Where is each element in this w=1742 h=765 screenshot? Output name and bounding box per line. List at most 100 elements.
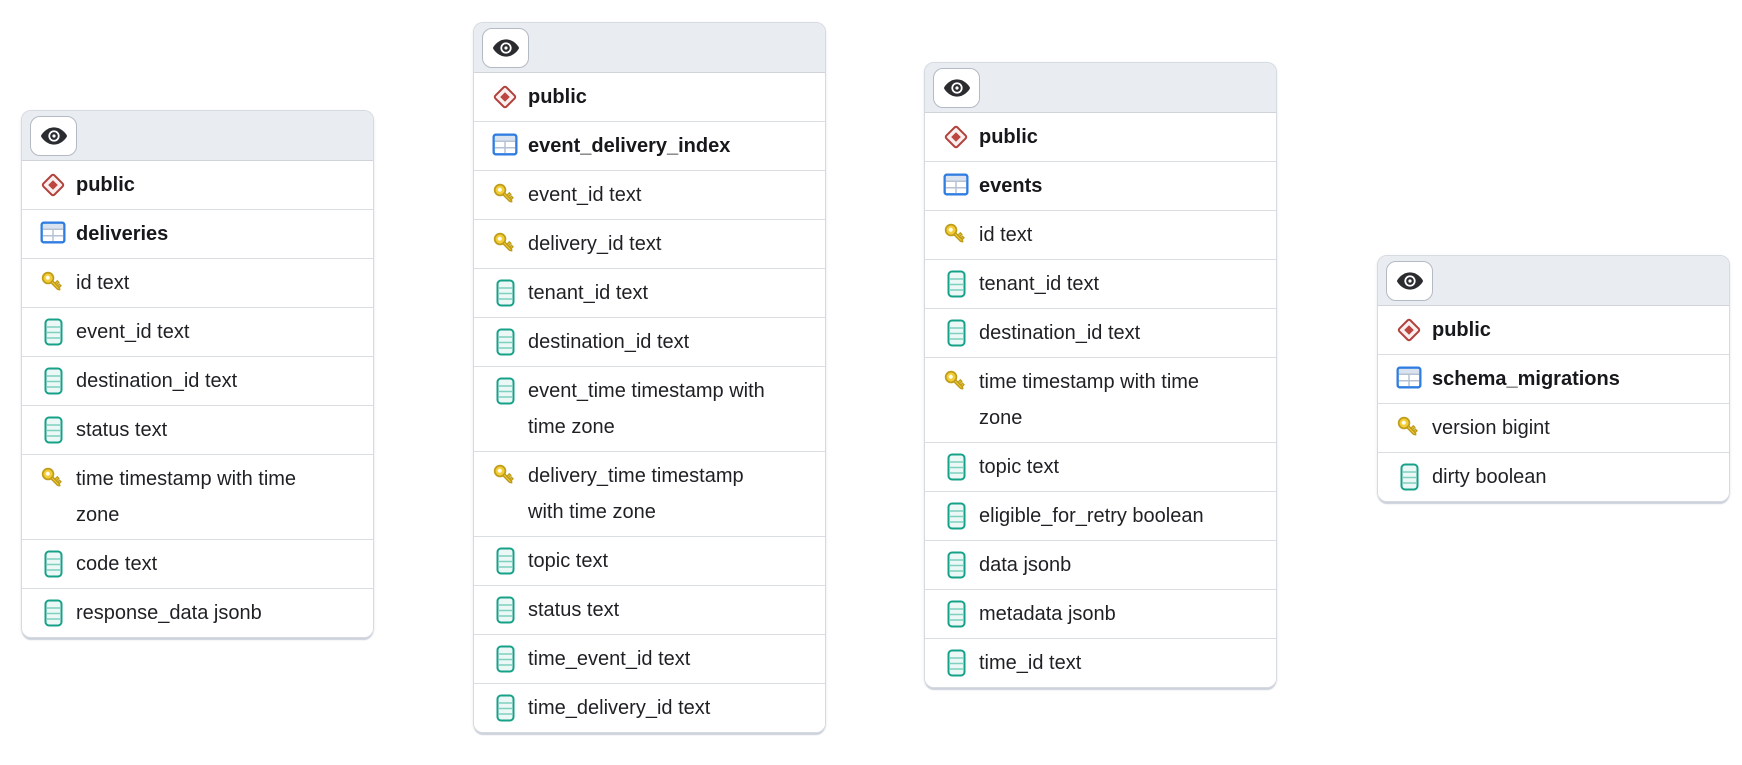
column-icon-box (488, 543, 522, 575)
primary-key-icon (493, 183, 514, 203)
column-row[interactable]: topic text (925, 442, 1276, 491)
visibility-toggle-button[interactable] (482, 27, 529, 68)
column-row[interactable]: eligible_for_retry boolean (925, 491, 1276, 540)
column-icon (1400, 463, 1418, 491)
column-row-label: time_id text (979, 652, 1082, 674)
eye-icon (40, 126, 67, 145)
table-icon-box (36, 216, 70, 244)
column-row-label: topic text (528, 550, 609, 572)
table-row[interactable]: schema_migrations (1378, 354, 1729, 403)
column-row-label: eligible_for_retry boolean (979, 505, 1204, 527)
column-row[interactable]: time_id text (925, 638, 1276, 687)
column-icon-box (488, 690, 522, 722)
primary-key-icon (41, 271, 62, 291)
schema-icon (944, 125, 968, 149)
column-icon (496, 328, 514, 356)
column-row-label: destination_id text (979, 322, 1141, 344)
column-icon (947, 319, 965, 347)
column-icon-box (939, 315, 973, 347)
schema-row-label: public (528, 86, 587, 108)
column-icon-box (36, 595, 70, 627)
column-row[interactable]: status text (22, 405, 373, 454)
column-row[interactable]: destination_id text (925, 308, 1276, 357)
column-row[interactable]: time timestamp with time zone (22, 454, 373, 539)
column-icon-box (488, 373, 522, 405)
column-row-label: version bigint (1432, 417, 1550, 439)
primary-key-icon-box (488, 226, 522, 259)
column-row[interactable]: response_data jsonb (22, 588, 373, 637)
column-row[interactable]: id text (22, 258, 373, 307)
schema-row[interactable]: public (22, 161, 373, 209)
column-row[interactable]: dirty boolean (1378, 452, 1729, 501)
column-row-label: id text (76, 272, 130, 294)
column-row-label: delivery_id text (528, 233, 662, 255)
card-header[interactable] (474, 23, 825, 73)
column-row[interactable]: status text (474, 585, 825, 634)
visibility-toggle-button[interactable] (30, 115, 77, 156)
column-icon-box (1392, 459, 1426, 491)
column-row[interactable]: metadata jsonb (925, 589, 1276, 638)
column-row-label: delivery_time timestamp with time zone (528, 465, 744, 523)
column-row[interactable]: event_time timestamp with time zone (474, 366, 825, 451)
column-icon (496, 596, 514, 624)
table-icon-box (488, 128, 522, 156)
table-row[interactable]: events (925, 161, 1276, 210)
column-row[interactable]: data jsonb (925, 540, 1276, 589)
column-row-label: time timestamp with time zone (979, 371, 1200, 429)
column-row[interactable]: topic text (474, 536, 825, 585)
column-row[interactable]: time_delivery_id text (474, 683, 825, 732)
column-row[interactable]: destination_id text (474, 317, 825, 366)
visibility-toggle-button[interactable] (933, 67, 980, 108)
table-row[interactable]: deliveries (22, 209, 373, 258)
column-icon-box (939, 547, 973, 579)
column-row[interactable]: delivery_time timestamp with time zone (474, 451, 825, 536)
table-icon (943, 173, 969, 196)
primary-key-icon-box (488, 458, 522, 491)
column-row[interactable]: tenant_id text (925, 259, 1276, 308)
column-row[interactable]: version bigint (1378, 403, 1729, 452)
schema-icon (41, 173, 65, 197)
primary-key-icon-box (939, 217, 973, 250)
column-row[interactable]: event_id text (22, 307, 373, 356)
column-row-label: topic text (979, 456, 1060, 478)
primary-key-icon-box (36, 265, 70, 298)
column-icon (496, 645, 514, 673)
column-row[interactable]: time timestamp with time zone (925, 357, 1276, 442)
column-row-label: metadata jsonb (979, 603, 1116, 625)
column-icon (947, 600, 965, 628)
column-icon (44, 318, 62, 346)
column-row-label: status text (76, 419, 168, 441)
column-row[interactable]: event_id text (474, 170, 825, 219)
schema-row[interactable]: public (1378, 306, 1729, 354)
column-icon (44, 550, 62, 578)
column-row-label: time_event_id text (528, 648, 691, 670)
table-icon-box (939, 168, 973, 196)
primary-key-icon-box (36, 461, 70, 494)
card-header[interactable] (1378, 256, 1729, 306)
schema-row[interactable]: public (925, 113, 1276, 161)
schema-row-label: public (1432, 319, 1491, 341)
column-row[interactable]: id text (925, 210, 1276, 259)
primary-key-icon (1397, 416, 1418, 436)
schema-icon-box (939, 119, 973, 150)
column-row[interactable]: destination_id text (22, 356, 373, 405)
primary-key-icon-box (939, 364, 973, 397)
column-icon (947, 453, 965, 481)
visibility-toggle-button[interactable] (1386, 260, 1433, 301)
column-row[interactable]: tenant_id text (474, 268, 825, 317)
card-header[interactable] (925, 63, 1276, 113)
column-row[interactable]: delivery_id text (474, 219, 825, 268)
column-icon-box (488, 275, 522, 307)
table-row[interactable]: event_delivery_index (474, 121, 825, 170)
column-row[interactable]: code text (22, 539, 373, 588)
column-row-label: status text (528, 599, 620, 621)
schema-row[interactable]: public (474, 73, 825, 121)
schema-icon-box (36, 167, 70, 198)
column-icon-box (36, 363, 70, 395)
column-row[interactable]: time_event_id text (474, 634, 825, 683)
card-header[interactable] (22, 111, 373, 161)
